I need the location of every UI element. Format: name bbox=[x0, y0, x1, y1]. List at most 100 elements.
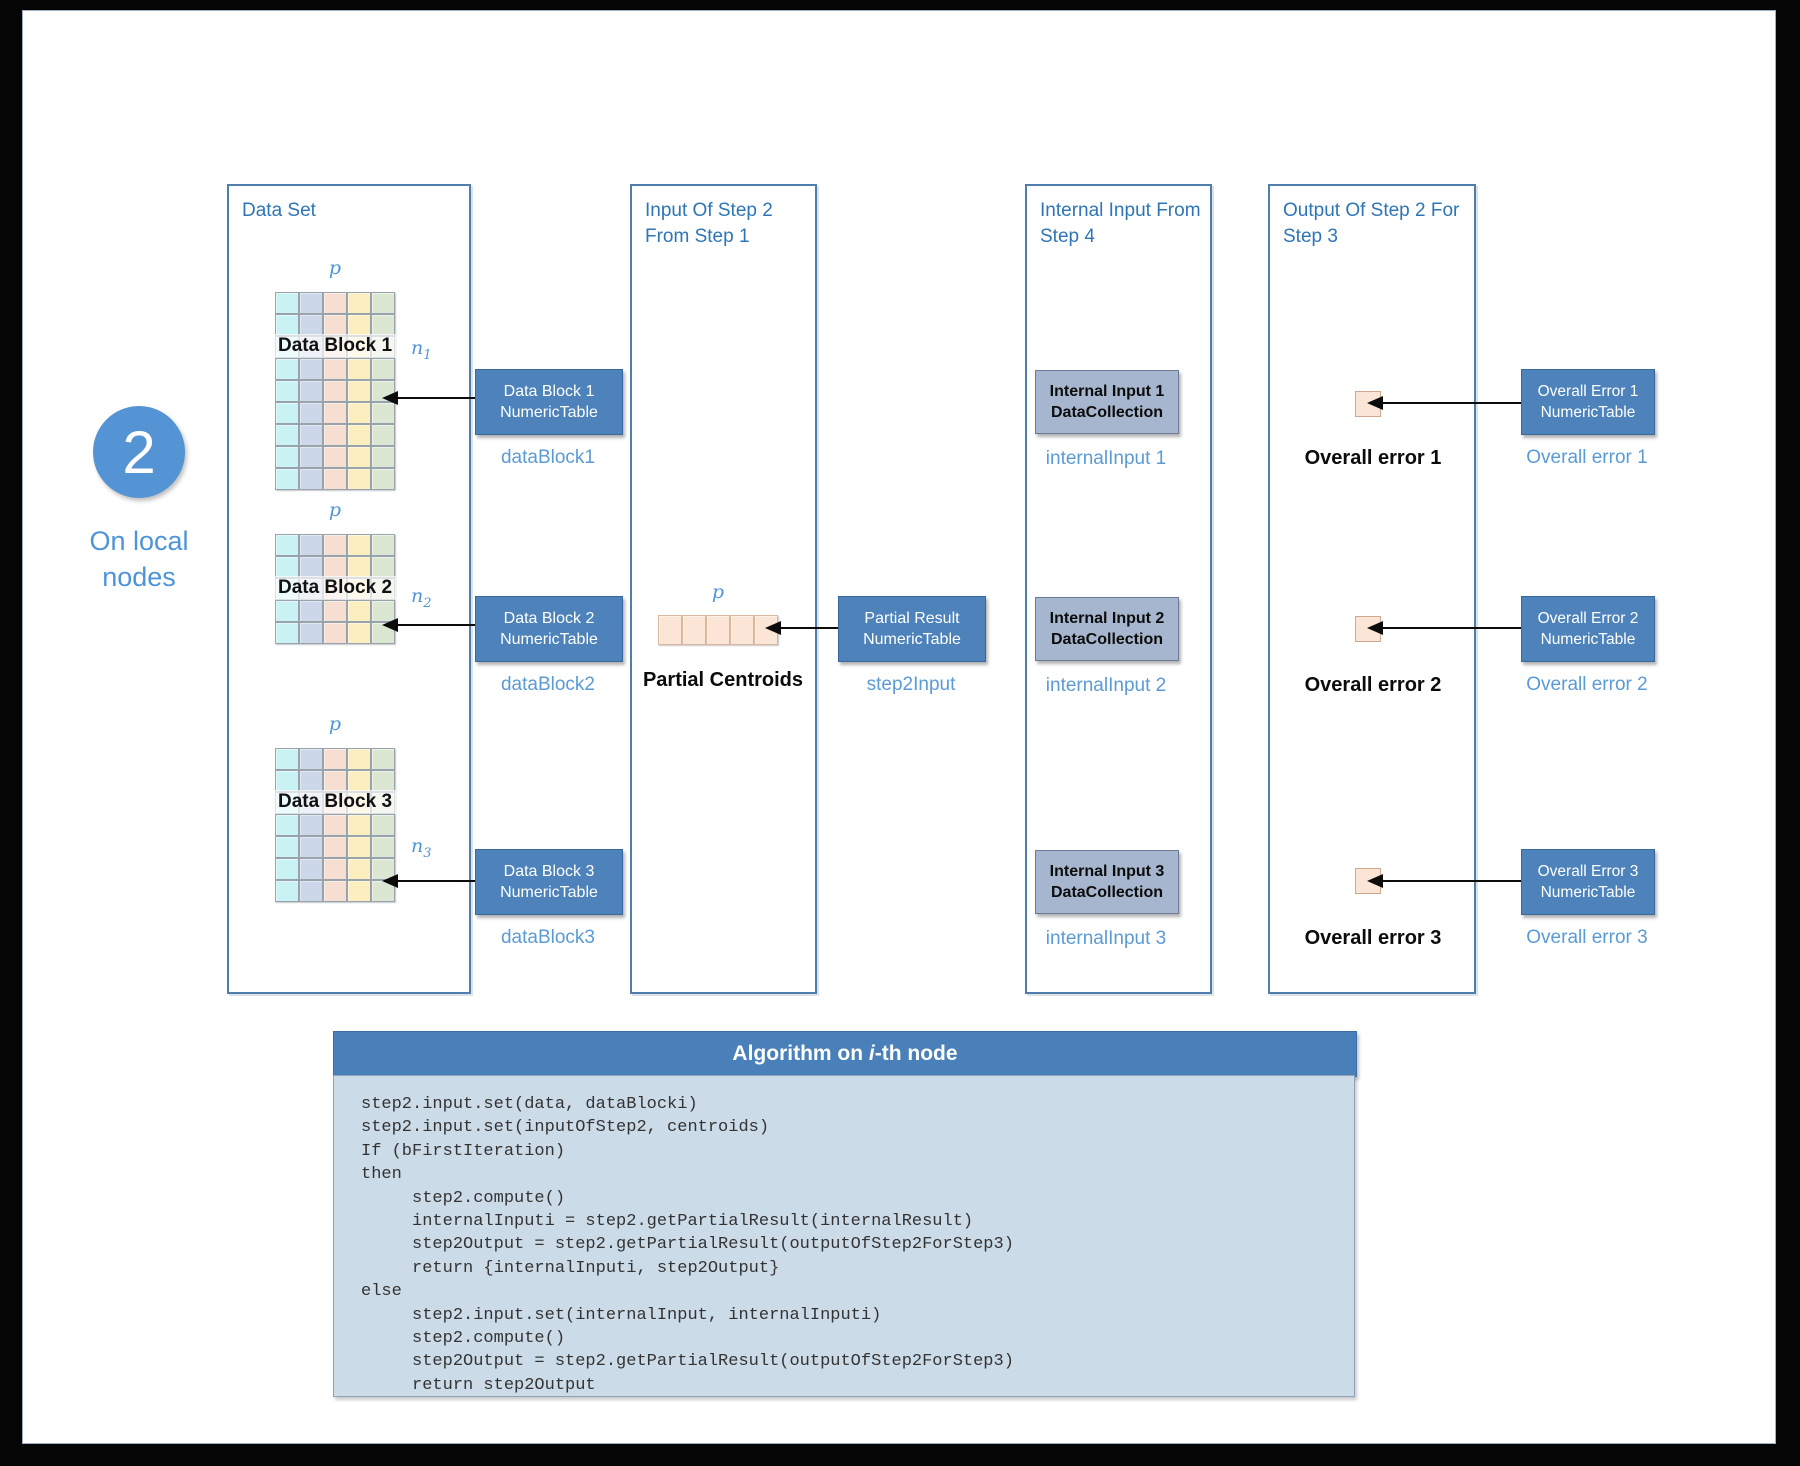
box-label-line: Data Block 2 bbox=[503, 610, 595, 627]
grid-cell bbox=[371, 836, 395, 858]
data-block-1-numerictable-box: Data Block 1 NumericTable bbox=[475, 362, 623, 442]
code-line: step2.input.set(inputOfStep2, centroids) bbox=[361, 1118, 770, 1138]
box-label-line: Data Block 3 bbox=[503, 863, 595, 880]
grid-cell bbox=[347, 534, 371, 556]
arrow-datablock1 bbox=[382, 391, 475, 405]
code-line: return {internalInputi, step2Output} bbox=[361, 1258, 780, 1278]
code-line: step2.input.set(data, dataBlocki) bbox=[361, 1095, 698, 1114]
partial-centroids-grid bbox=[658, 615, 778, 645]
grid-cell bbox=[371, 770, 395, 792]
box-label-line: NumericTable bbox=[1540, 404, 1636, 421]
arrow-overall-error-2 bbox=[1367, 621, 1521, 635]
grid-cell bbox=[299, 836, 323, 858]
box-label-line: Partial Result bbox=[864, 610, 960, 627]
step-number: 2 bbox=[122, 418, 156, 486]
grid-cell bbox=[371, 424, 395, 446]
grid-cell bbox=[323, 770, 347, 792]
overall-error-1-var-label: Overall error 1 bbox=[1526, 447, 1648, 468]
grid-cell bbox=[706, 615, 730, 645]
data-block-1-label: Data Block 1 bbox=[274, 334, 396, 358]
grid-cell bbox=[347, 424, 371, 446]
code-line: internalInputi = step2.getPartialResult(… bbox=[361, 1212, 974, 1232]
internalinput3-var-label: internalInput 3 bbox=[1045, 928, 1167, 949]
data-block-3-grid bbox=[275, 748, 395, 902]
panel-title-line: Input Of Step 2 bbox=[645, 200, 773, 221]
panel-input-of-step2: Input Of Step 2 From Step 1 bbox=[630, 184, 817, 994]
grid-cell bbox=[347, 880, 371, 902]
grid-cell bbox=[299, 424, 323, 446]
grid-cell bbox=[299, 858, 323, 880]
grid-cell bbox=[323, 402, 347, 424]
overall-error-2-numerictable-box: Overall Error 2 NumericTable bbox=[1521, 589, 1655, 669]
grid-cell bbox=[347, 358, 371, 380]
panel-title-line: From Step 1 bbox=[645, 226, 750, 247]
algorithm-header: Algorithm on i-th node bbox=[333, 1023, 1363, 1077]
math-p-label: p bbox=[328, 257, 342, 279]
grid-cell bbox=[730, 615, 754, 645]
math-p-label: p bbox=[328, 499, 342, 521]
grid-cell bbox=[371, 358, 395, 380]
grid-cell bbox=[275, 468, 299, 490]
grid-cell bbox=[371, 468, 395, 490]
code-line: step2Output = step2.getPartialResult(out… bbox=[361, 1352, 1014, 1372]
grid-cell bbox=[275, 858, 299, 880]
grid-cell bbox=[275, 358, 299, 380]
step-caption: On local nodes bbox=[53, 523, 225, 595]
grid-cell bbox=[299, 770, 323, 792]
data-block-1-grid bbox=[275, 292, 395, 490]
panel-title-line: Step 3 bbox=[1283, 226, 1338, 247]
grid-cell bbox=[347, 468, 371, 490]
grid-cell bbox=[371, 814, 395, 836]
step-caption-line: nodes bbox=[102, 562, 176, 592]
grid-cell bbox=[299, 622, 323, 644]
grid-cell bbox=[323, 292, 347, 314]
grid-cell bbox=[371, 556, 395, 578]
math-p-label: p bbox=[711, 581, 725, 603]
box-label-line: Overall Error 2 bbox=[1537, 610, 1639, 627]
data-block-2-numerictable-box: Data Block 2 NumericTable bbox=[475, 589, 623, 669]
grid-cell bbox=[275, 556, 299, 578]
code-line: step2Output = step2.getPartialResult(out… bbox=[361, 1235, 1014, 1255]
datablock2-var-label: dataBlock2 bbox=[500, 674, 595, 695]
grid-cell bbox=[299, 814, 323, 836]
grid-cell bbox=[347, 622, 371, 644]
math-n-sub: 3 bbox=[423, 845, 432, 861]
code-line: else bbox=[361, 1282, 402, 1302]
internal-input-1-box: Internal Input 1 DataCollection bbox=[1035, 363, 1179, 441]
arrow-overall-error-3 bbox=[1367, 874, 1521, 888]
grid-cell bbox=[299, 292, 323, 314]
code-line: then bbox=[361, 1165, 402, 1185]
grid-cell bbox=[347, 402, 371, 424]
grid-cell bbox=[347, 814, 371, 836]
grid-cell bbox=[658, 615, 682, 645]
grid-cell bbox=[323, 622, 347, 644]
box-label-line: NumericTable bbox=[1540, 631, 1636, 648]
step-caption-line: On local bbox=[89, 526, 189, 556]
grid-cell bbox=[347, 380, 371, 402]
box-label-line: NumericTable bbox=[500, 631, 598, 648]
grid-cell bbox=[323, 880, 347, 902]
grid-cell bbox=[323, 600, 347, 622]
grid-cell bbox=[682, 615, 706, 645]
algorithm-title: Algorithm on i-th node bbox=[732, 1042, 957, 1066]
box-label-line: DataCollection bbox=[1050, 884, 1163, 901]
grid-cell bbox=[299, 600, 323, 622]
algorithm-title-prefix: Algorithm on bbox=[732, 1042, 869, 1065]
panel-output-of-step2-title: Output Of Step 2 For Step 3 bbox=[1283, 198, 1459, 250]
box-label-line: Internal Input 2 bbox=[1049, 610, 1165, 627]
step-number-badge: 2 bbox=[93, 406, 185, 498]
math-n-base: n bbox=[411, 585, 424, 607]
math-n2-label: n2 bbox=[411, 585, 432, 611]
grid-cell bbox=[323, 858, 347, 880]
grid-cell bbox=[323, 314, 347, 336]
grid-cell bbox=[323, 358, 347, 380]
code-line: step2.compute() bbox=[361, 1329, 566, 1349]
arrow-overall-error-1 bbox=[1367, 396, 1521, 410]
grid-cell bbox=[347, 858, 371, 880]
overall-error-1-label: Overall error 1 bbox=[1304, 447, 1442, 469]
grid-cell bbox=[323, 814, 347, 836]
code-line: return step2Output bbox=[361, 1375, 596, 1395]
grid-cell bbox=[275, 402, 299, 424]
datablock1-var-label: dataBlock1 bbox=[500, 447, 595, 468]
